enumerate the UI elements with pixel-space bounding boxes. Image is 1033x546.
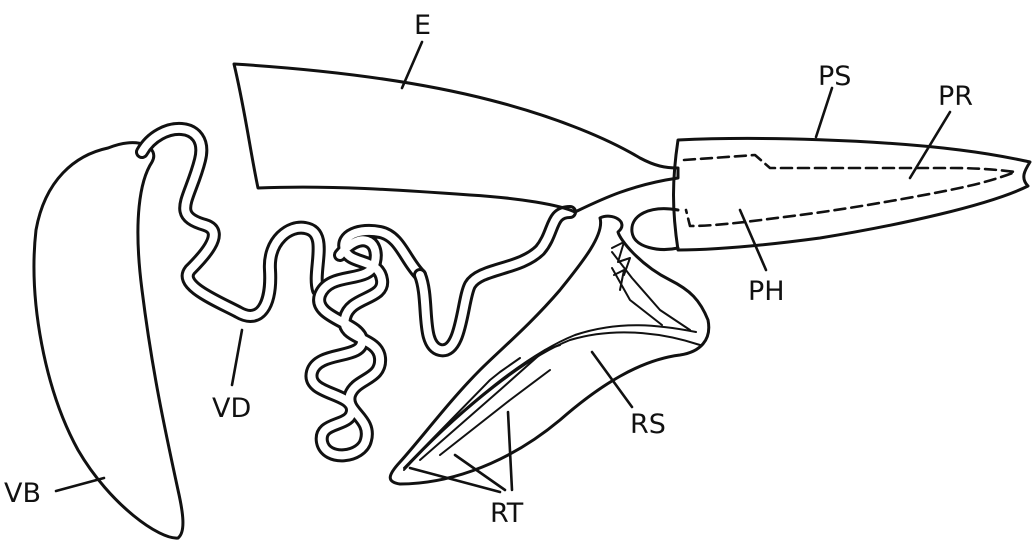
- leader-rt-3: [508, 412, 512, 490]
- leader-rt-1: [410, 468, 500, 492]
- label-ph: PH: [748, 276, 785, 307]
- label-rs: RS: [630, 409, 666, 440]
- coiled-duct: [311, 231, 420, 455]
- rhabdite-tube-3: [440, 370, 550, 455]
- label-e: E: [414, 10, 431, 41]
- leader-e: [402, 42, 422, 88]
- vas-deferens-tube: [142, 129, 319, 316]
- leader-rs: [592, 352, 632, 407]
- label-vd: VD: [212, 393, 251, 424]
- leader-ps: [816, 88, 832, 137]
- label-rt: RT: [490, 498, 524, 529]
- penis-rod-dashed: [684, 155, 1015, 226]
- organ-connector: [632, 209, 678, 250]
- label-vb: VB: [4, 478, 41, 509]
- leader-vb: [56, 478, 104, 491]
- rhabdite-tube-5: [612, 268, 662, 325]
- leader-vd: [232, 330, 242, 385]
- label-ps: PS: [818, 61, 851, 92]
- vesicula-outline: [34, 143, 183, 538]
- penis-sheath-outline: [674, 138, 1031, 250]
- ejaculatory-organ-outline: [234, 64, 678, 212]
- label-pr: PR: [938, 81, 973, 112]
- leader-ph: [740, 210, 766, 270]
- ejaculatory-duct-loop: [420, 212, 570, 350]
- rhabdite-tube-4: [612, 252, 690, 330]
